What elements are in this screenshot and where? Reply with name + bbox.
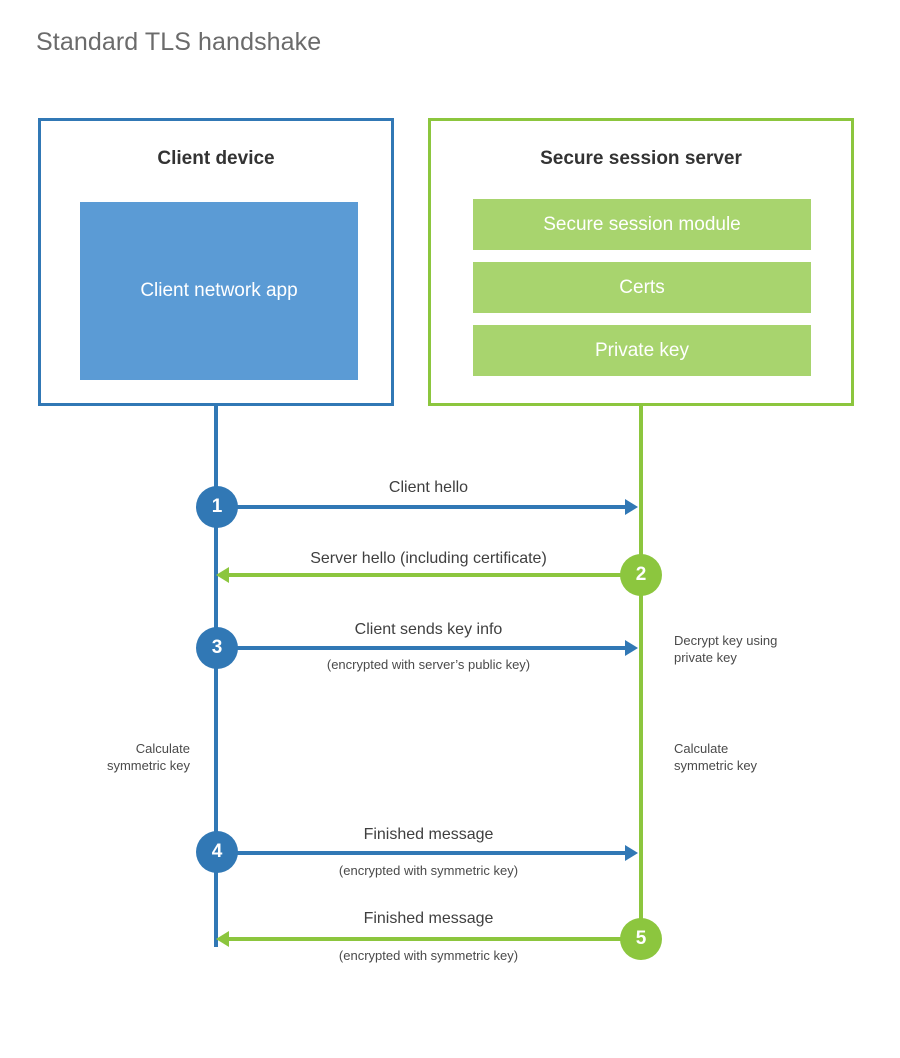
client-device-title: Client device: [157, 148, 275, 169]
annotation-decrypt-key: Decrypt key using private key: [674, 632, 854, 667]
step-1-label: Client hello: [388, 479, 469, 496]
step-2-label: Server hello (including certificate): [310, 550, 547, 567]
step-marker-4[interactable]: 4: [196, 831, 238, 873]
client-lifeline: [214, 403, 218, 947]
step-5-label: Finished message: [363, 910, 494, 927]
step-4-label: Finished message: [363, 826, 494, 843]
annotation-server-calculate-line-2: symmetric key: [674, 758, 758, 774]
annotation-decrypt-key-line-2: private key: [674, 650, 737, 666]
annotation-server-calculate-symmetric-key: Calculate symmetric key: [674, 740, 854, 775]
server-lifeline: [639, 403, 643, 939]
secure-session-server-title: Secure session server: [540, 148, 742, 169]
annotation-decrypt-key-line-1: Decrypt key using: [674, 633, 778, 648]
secure-session-server-box: Secure session server Secure session mod…: [428, 118, 854, 406]
arrow-head-left-icon: [216, 567, 229, 583]
annotation-client-calculate-line-2: symmetric key: [106, 758, 190, 774]
step-4-sublabel: (encrypted with symmetric key): [338, 863, 519, 878]
step-4-arrow: [216, 845, 638, 861]
server-block-certs: Certs: [473, 262, 811, 313]
step-5-sublabel: (encrypted with symmetric key): [338, 948, 519, 963]
annotation-client-calculate-line-1: Calculate: [135, 741, 190, 756]
step-3-arrow: [216, 640, 638, 656]
step-3-sublabel: (encrypted with server’s public key): [326, 657, 531, 672]
server-block-private-key: Private key: [473, 325, 811, 376]
step-2-arrow: [216, 567, 641, 583]
page-title: Standard TLS handshake: [36, 28, 322, 56]
step-5-arrow: [216, 931, 641, 947]
step-marker-3[interactable]: 3: [196, 627, 238, 669]
server-block-secure-session-module: Secure session module: [473, 199, 811, 250]
step-marker-1[interactable]: 1: [196, 486, 238, 528]
step-marker-2[interactable]: 2: [620, 554, 662, 596]
client-network-app-block: Client network app: [80, 202, 358, 380]
arrow-head-right-icon: [625, 499, 638, 515]
client-device-box: Client device Client network app: [38, 118, 394, 406]
step-1-arrow: [216, 499, 638, 515]
step-marker-5[interactable]: 5: [620, 918, 662, 960]
annotation-server-calculate-line-1: Calculate: [674, 741, 729, 756]
arrow-head-left-icon: [216, 931, 229, 947]
step-3-label: Client sends key info: [354, 621, 503, 638]
arrow-head-right-icon: [625, 640, 638, 656]
annotation-client-calculate-symmetric-key: Calculate symmetric key: [20, 740, 190, 775]
arrow-head-right-icon: [625, 845, 638, 861]
